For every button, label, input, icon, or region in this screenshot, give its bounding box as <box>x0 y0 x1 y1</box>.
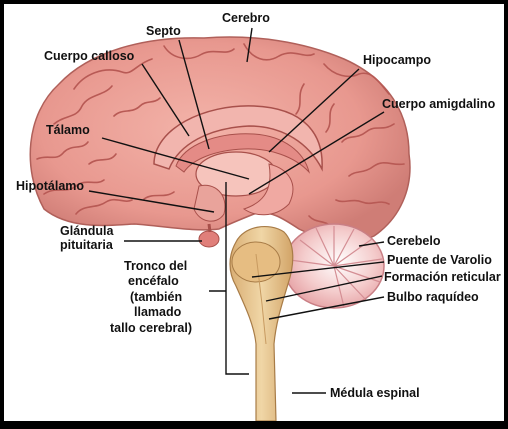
labels: Cerebro Septo Cuerpo calloso Hipocampo C… <box>16 11 501 400</box>
cerebrum <box>29 36 411 248</box>
pituitary-stalk <box>207 223 212 233</box>
label-hipotalamo: Hipotálamo <box>16 179 84 193</box>
label-cuerpo-amigdalino: Cuerpo amigdalino <box>382 97 496 111</box>
label-medula: Médula espinal <box>330 386 420 400</box>
septum-shape <box>175 133 310 174</box>
label-tronco-4: llamado <box>134 305 182 319</box>
corpus-callosum-shape <box>153 105 323 172</box>
label-bulbo: Bulbo raquídeo <box>387 290 479 304</box>
hippocampus-shape <box>242 163 294 216</box>
diagram-frame: Cerebro Septo Cuerpo calloso Hipocampo C… <box>4 4 504 421</box>
label-septo: Septo <box>146 24 181 38</box>
label-cuerpo-calloso: Cuerpo calloso <box>44 49 135 63</box>
label-cerebelo: Cerebelo <box>387 234 441 248</box>
label-tronco-3: (también <box>130 290 182 304</box>
label-talamo: Tálamo <box>46 123 90 137</box>
hypothalamus-shape <box>193 184 226 222</box>
label-tronco-2: encéfalo <box>128 274 179 288</box>
cerebellum <box>283 223 385 309</box>
label-tronco-5: tallo cerebral) <box>110 321 192 335</box>
label-glandula: Glándula <box>60 224 115 238</box>
label-puente: Puente de Varolio <box>387 253 492 267</box>
pons-shape <box>231 241 281 283</box>
label-formacion: Formación reticular <box>384 270 501 284</box>
reticular-line <box>255 253 267 345</box>
leader-lines <box>88 27 385 394</box>
label-pituitaria: pituitaria <box>60 238 114 252</box>
pituitary-shape <box>198 230 220 248</box>
brainstem <box>229 225 294 421</box>
brain-diagram: Cerebro Septo Cuerpo calloso Hipocampo C… <box>16 11 501 421</box>
label-hipocampo: Hipocampo <box>363 53 431 67</box>
label-cerebro: Cerebro <box>222 11 270 25</box>
label-tronco-1: Tronco del <box>124 259 187 273</box>
